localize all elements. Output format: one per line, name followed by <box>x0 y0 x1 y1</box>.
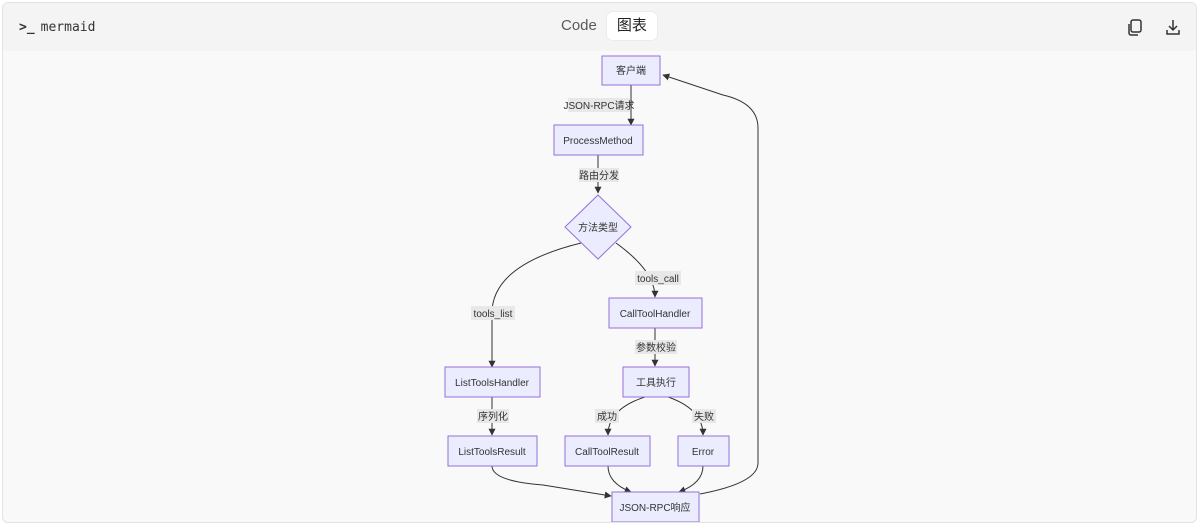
language-name: mermaid <box>40 20 96 35</box>
nodes: 客户端 ProcessMethod 方法类型 CallToolHandler L… <box>444 55 730 522</box>
node-json-rpc-response-label: JSON-RPC响应 <box>619 501 690 514</box>
node-client-label: 客户端 <box>616 64 646 77</box>
download-icon[interactable] <box>1164 18 1182 36</box>
edges <box>488 73 759 499</box>
edge-decision-call <box>615 242 659 298</box>
node-call-tool-result-label: CallToolResult <box>575 447 639 458</box>
node-decision[interactable]: 方法类型 <box>564 194 632 260</box>
edge-response-client <box>662 73 759 495</box>
edge-error-response <box>678 465 704 494</box>
node-list-tools-result[interactable]: ListToolsResult <box>447 435 538 467</box>
edge-callresult-response <box>607 465 632 493</box>
edge-label-tools-call: tools_call <box>637 274 679 285</box>
edge-listresult-response <box>491 465 612 499</box>
terminal-icon: >_ <box>19 20 35 35</box>
edge-label-tools-list: tools_list <box>474 309 513 320</box>
flowchart-svg: JSON-RPC请求 路由分发 tools_call tools_list 参数… <box>444 55 759 522</box>
copy-icon[interactable] <box>1126 18 1144 36</box>
edge-decision-list <box>488 242 582 368</box>
edge-label-serialize: 序列化 <box>478 410 508 423</box>
node-process-method-label: ProcessMethod <box>563 136 632 147</box>
node-call-tool-handler-label: CallToolHandler <box>620 309 691 320</box>
node-client[interactable]: 客户端 <box>601 55 661 86</box>
view-toggle: Code 图表 <box>551 12 657 42</box>
diagram-canvas: JSON-RPC请求 路由分发 tools_call tools_list 参数… <box>3 51 1196 522</box>
node-call-tool-handler[interactable]: CallToolHandler <box>608 297 703 329</box>
language-label: >_ mermaid <box>19 20 95 35</box>
edge-labels: JSON-RPC请求 路由分发 tools_call tools_list 参数… <box>471 98 716 423</box>
node-list-tools-handler[interactable]: ListToolsHandler <box>444 366 541 398</box>
node-list-tools-result-label: ListToolsResult <box>458 447 525 458</box>
node-call-tool-result[interactable]: CallToolResult <box>564 435 651 467</box>
tab-diagram[interactable]: 图表 <box>606 12 657 40</box>
node-tool-exec-label: 工具执行 <box>636 376 676 389</box>
node-tool-exec[interactable]: 工具执行 <box>622 366 690 398</box>
node-decision-label: 方法类型 <box>578 221 618 234</box>
edge-label-success: 成功 <box>597 411 617 423</box>
edge-label-fail: 失败 <box>694 410 714 423</box>
edge-label-validate: 参数校验 <box>636 341 676 354</box>
tab-code[interactable]: Code <box>561 17 597 34</box>
node-error-label: Error <box>692 447 715 458</box>
edge-label-request: JSON-RPC请求 <box>563 99 634 112</box>
node-error[interactable]: Error <box>677 435 730 467</box>
node-list-tools-handler-label: ListToolsHandler <box>455 378 530 389</box>
node-json-rpc-response[interactable]: JSON-RPC响应 <box>611 491 700 522</box>
node-process-method[interactable]: ProcessMethod <box>553 124 644 156</box>
header-actions <box>1126 18 1182 36</box>
code-block-header: >_ mermaid Code 图表 <box>3 3 1196 51</box>
edge-label-route: 路由分发 <box>579 169 619 182</box>
